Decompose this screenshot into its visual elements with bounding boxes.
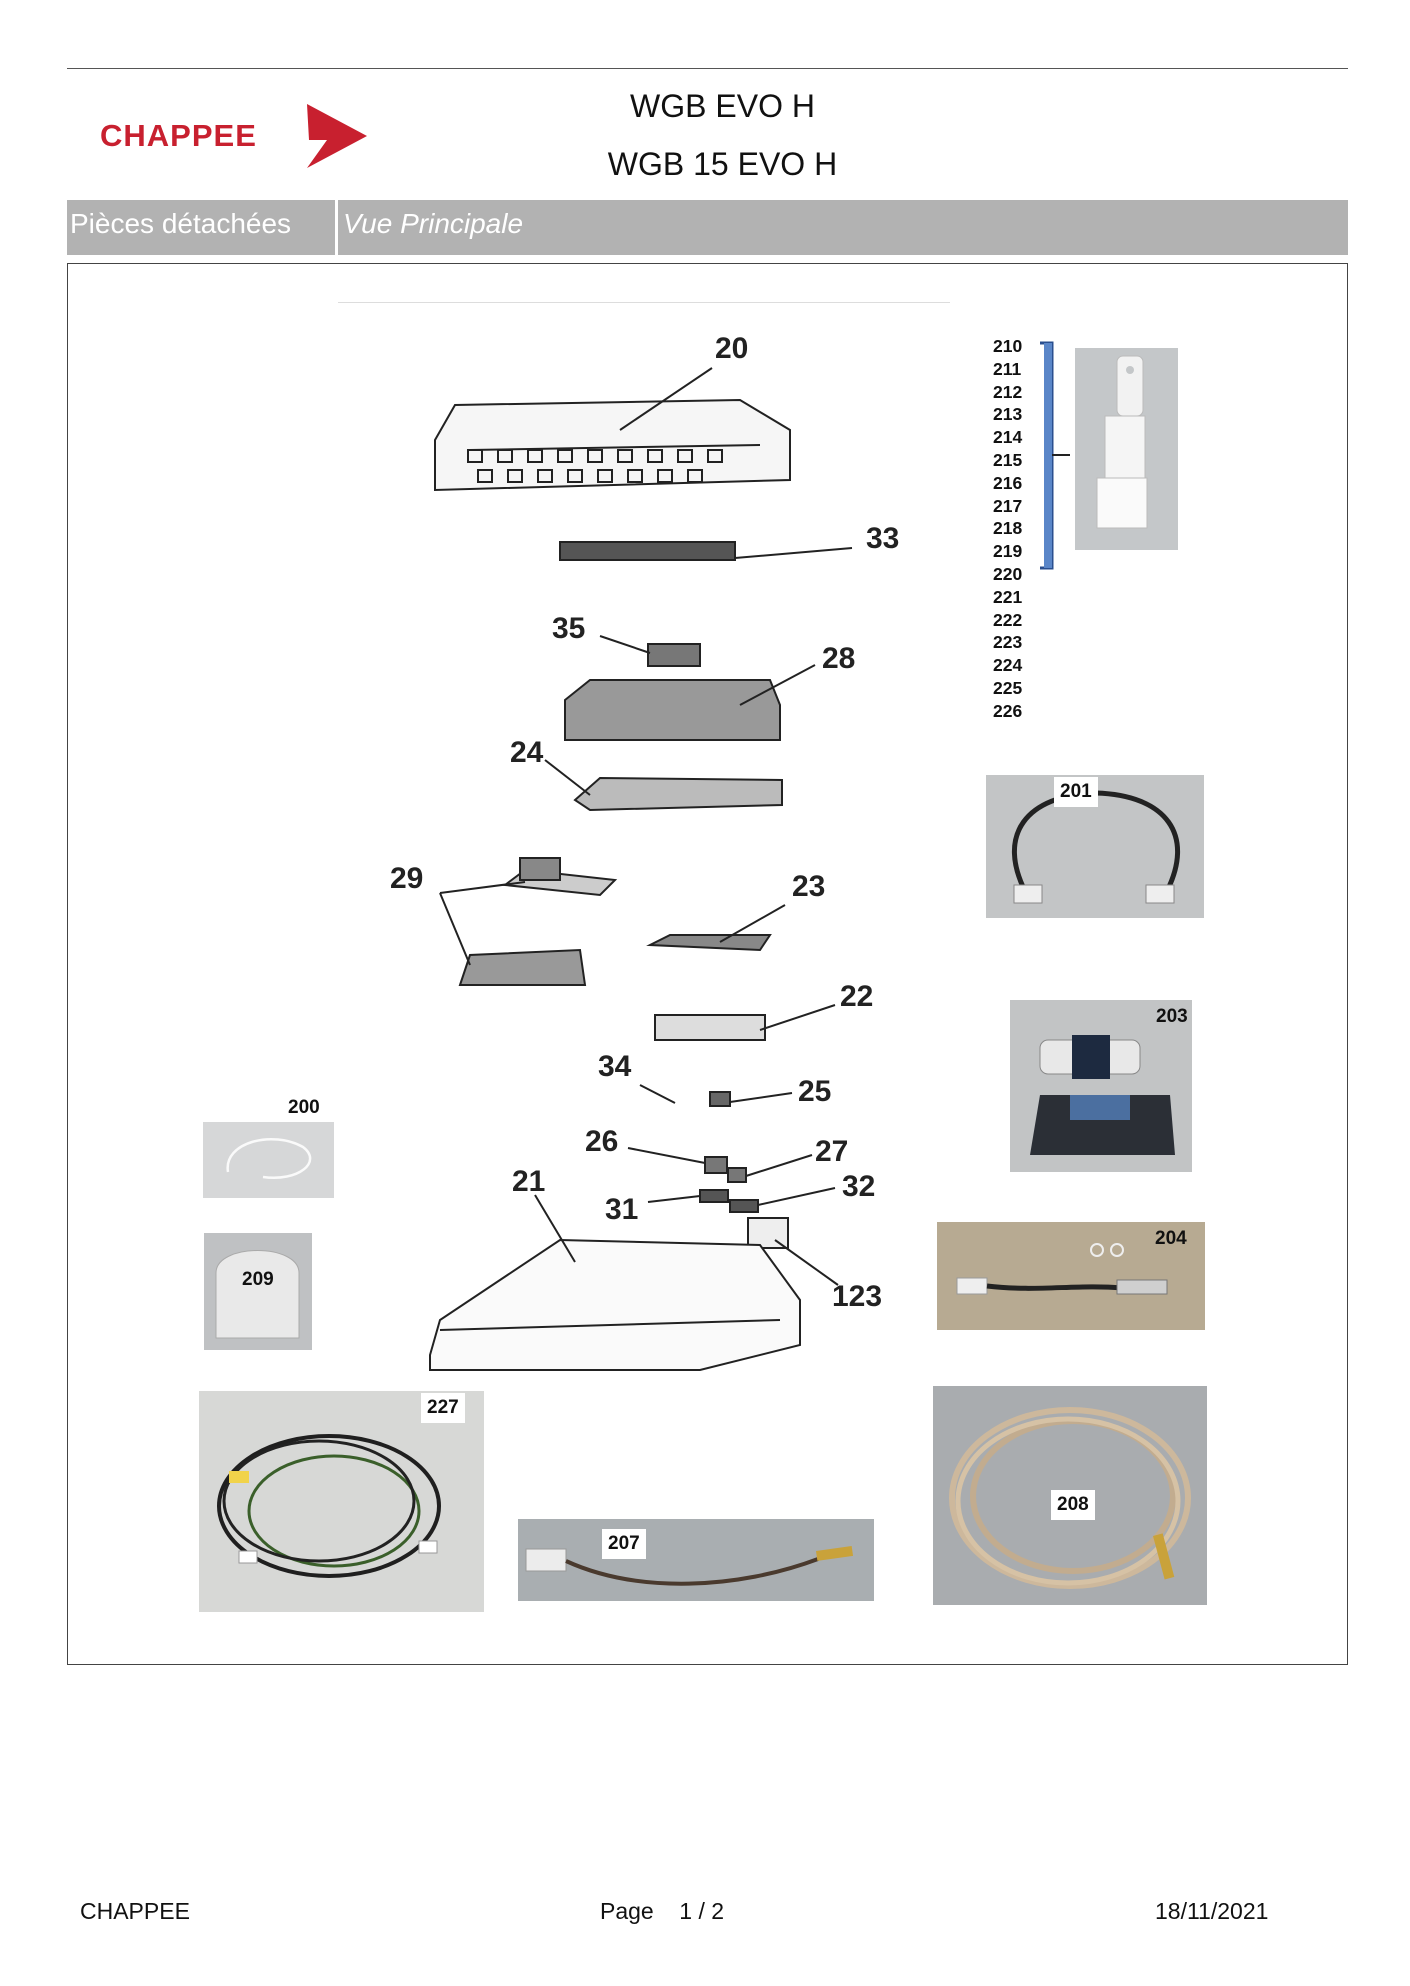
logo-wordmark: CHAPPEE xyxy=(100,118,257,153)
sensor-connector-icon xyxy=(1096,355,1148,529)
section-label-spare-parts: Pièces détachées xyxy=(70,208,292,239)
callout-35: 35 xyxy=(552,612,586,645)
photo-203-fuse-holder: 203 xyxy=(1010,1000,1192,1172)
list-item: 220 xyxy=(993,563,1023,584)
section-bar-divider xyxy=(335,200,338,255)
part-35 xyxy=(647,643,701,667)
photo-200-wire xyxy=(203,1122,334,1198)
cover-icon xyxy=(215,1250,300,1339)
document-title-line2: WGB 15 EVO H xyxy=(607,146,838,182)
part-27 xyxy=(727,1167,747,1183)
photo-sensor-connector xyxy=(1075,348,1178,550)
photo-label-204: 204 xyxy=(1155,1228,1187,1249)
photo-201-cable: 201 xyxy=(986,775,1204,918)
faint-separator xyxy=(338,302,950,303)
footer-company: CHAPPEE xyxy=(80,1898,190,1924)
exploded-view-frame xyxy=(67,263,1348,1665)
callout-25: 25 xyxy=(798,1075,832,1108)
part-26 xyxy=(704,1156,728,1174)
fuse-holder-icon xyxy=(1030,1035,1175,1155)
callout-20: 20 xyxy=(715,332,749,365)
photo-label-207: 207 xyxy=(602,1529,646,1559)
list-item: 219 xyxy=(993,541,1023,562)
chappee-logo xyxy=(95,100,375,170)
callout-27: 27 xyxy=(815,1135,849,1168)
footer-page-label: Page xyxy=(600,1898,654,1924)
callout-31: 31 xyxy=(605,1193,639,1226)
callout-24: 24 xyxy=(510,736,544,769)
list-item: 223 xyxy=(993,632,1023,653)
list-item: 224 xyxy=(993,655,1023,676)
list-item: 210 xyxy=(993,336,1023,356)
callout-28: 28 xyxy=(822,642,856,675)
photo-label-208: 208 xyxy=(1051,1490,1095,1520)
footer-page-separator: / xyxy=(698,1898,705,1924)
callout-33: 33 xyxy=(866,522,900,555)
callout-26: 26 xyxy=(585,1125,619,1158)
callout-21: 21 xyxy=(512,1165,546,1198)
callout-34: 34 xyxy=(598,1050,632,1083)
photo-label-203: 203 xyxy=(1156,1006,1188,1027)
part-31 xyxy=(699,1189,729,1203)
section-label-view: Vue Principale xyxy=(343,208,524,239)
photo-label-209: 209 xyxy=(242,1269,274,1290)
list-item: 217 xyxy=(993,495,1023,516)
list-item: 218 xyxy=(993,518,1023,539)
cable-coil-icon xyxy=(949,1407,1191,1589)
part-20-cover xyxy=(434,398,791,492)
part-21-base xyxy=(429,1238,801,1371)
part-32 xyxy=(729,1199,759,1213)
temperature-sensor-icon xyxy=(956,1243,1168,1295)
list-item: 222 xyxy=(993,609,1023,630)
callout-23: 23 xyxy=(792,870,826,903)
part-22-cover xyxy=(654,1014,766,1041)
part-20-vents xyxy=(467,449,723,483)
photo-208-cable-coil: 208 xyxy=(933,1386,1207,1605)
list-item: 214 xyxy=(993,427,1023,448)
list-item: 226 xyxy=(993,700,1023,721)
footer-page-current: 1 xyxy=(679,1898,693,1924)
wire-icon xyxy=(226,1138,312,1180)
list-item: 221 xyxy=(993,586,1023,607)
photo-label-200: 200 xyxy=(288,1097,320,1118)
part-25-switch xyxy=(709,1091,731,1107)
callout-123: 123 xyxy=(832,1280,883,1313)
logo-arrow-icon xyxy=(307,104,367,168)
sensor-part-list: 210 211 212 213 214 215 216 217 218 219 … xyxy=(993,335,1022,723)
photo-227-harness: 227 xyxy=(199,1391,484,1612)
probe-icon xyxy=(525,1545,854,1586)
photo-label-201: 201 xyxy=(1054,777,1098,807)
footer-page-total: 2 xyxy=(711,1898,725,1924)
list-item: 212 xyxy=(993,381,1023,402)
part-23-plate xyxy=(646,934,772,952)
photo-204-sensor: 204 xyxy=(937,1222,1205,1330)
list-item: 211 xyxy=(993,358,1022,379)
document-title-line1: WGB EVO H xyxy=(630,88,815,124)
list-item: 225 xyxy=(993,677,1023,698)
footer-date: 18/11/2021 xyxy=(1155,1898,1269,1924)
list-item: 216 xyxy=(993,472,1023,493)
list-item: 215 xyxy=(993,449,1023,470)
callout-32: 32 xyxy=(842,1170,876,1203)
wiring-harness-icon xyxy=(217,1434,441,1578)
photo-209-cover: 209 xyxy=(204,1233,312,1350)
header-rule xyxy=(67,68,1348,69)
part-29-block xyxy=(458,948,587,986)
callout-22: 22 xyxy=(840,980,874,1013)
part-28-module xyxy=(564,679,781,741)
part-34-clip xyxy=(639,1084,676,1104)
footer-page: Page 1 / 2 xyxy=(600,1898,724,1925)
photo-207-probe: 207 xyxy=(518,1519,874,1601)
list-item: 213 xyxy=(993,404,1023,425)
photo-label-227: 227 xyxy=(421,1393,465,1423)
part-123 xyxy=(747,1217,789,1249)
callout-29: 29 xyxy=(390,862,424,895)
part-33-strip xyxy=(559,541,736,561)
section-bar xyxy=(67,200,1348,255)
part-24-board xyxy=(573,776,783,812)
